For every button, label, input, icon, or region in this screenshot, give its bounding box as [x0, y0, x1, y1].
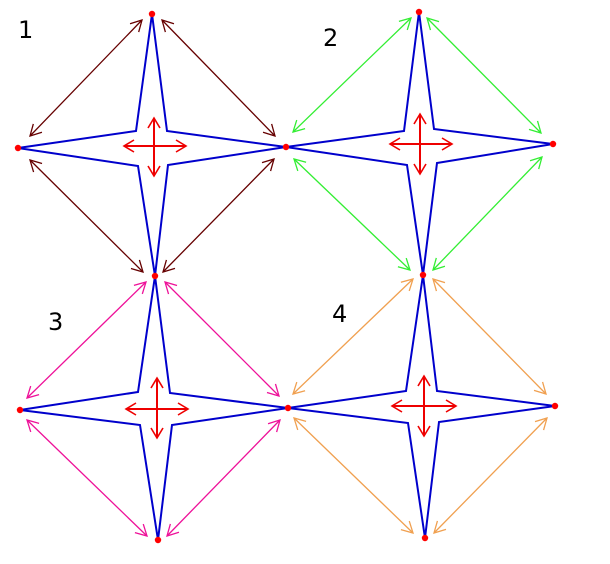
vertex-dot [282, 143, 290, 151]
tile-3-center-arrows [124, 376, 190, 440]
tile-4-center-arrows [390, 374, 458, 438]
vertex-dot [14, 144, 22, 152]
vertex-dot [551, 402, 559, 410]
tile-2-edge-arrows [292, 17, 543, 271]
tile-1: 1 [17, 13, 287, 277]
tile-1-edge-arrows [29, 19, 276, 273]
tile-3: 3 [19, 275, 289, 541]
vertex-dot [284, 404, 292, 412]
tile-4-edge-arrows [292, 278, 548, 534]
tile-2: 2 [285, 11, 554, 276]
vertex-dot [154, 536, 162, 544]
vertex-dot [421, 534, 429, 542]
vertex-dot [415, 8, 423, 16]
vertex-dot [148, 10, 156, 18]
vertex-dot [16, 406, 24, 414]
vertex-dot [549, 140, 557, 148]
tile-2-center-arrows [388, 112, 454, 176]
tile-4-label: 4 [332, 300, 347, 328]
vertex-dot [419, 271, 427, 279]
tile-3-label: 3 [48, 308, 63, 336]
tile-1-label: 1 [18, 16, 33, 44]
vertex-dot [151, 272, 159, 280]
tile-2-label: 2 [323, 24, 338, 52]
tile-3-edge-arrows [26, 281, 281, 537]
tile-1-center-arrows [122, 116, 188, 178]
vertex-dots [14, 8, 559, 544]
tile-4: 4 [287, 274, 556, 539]
